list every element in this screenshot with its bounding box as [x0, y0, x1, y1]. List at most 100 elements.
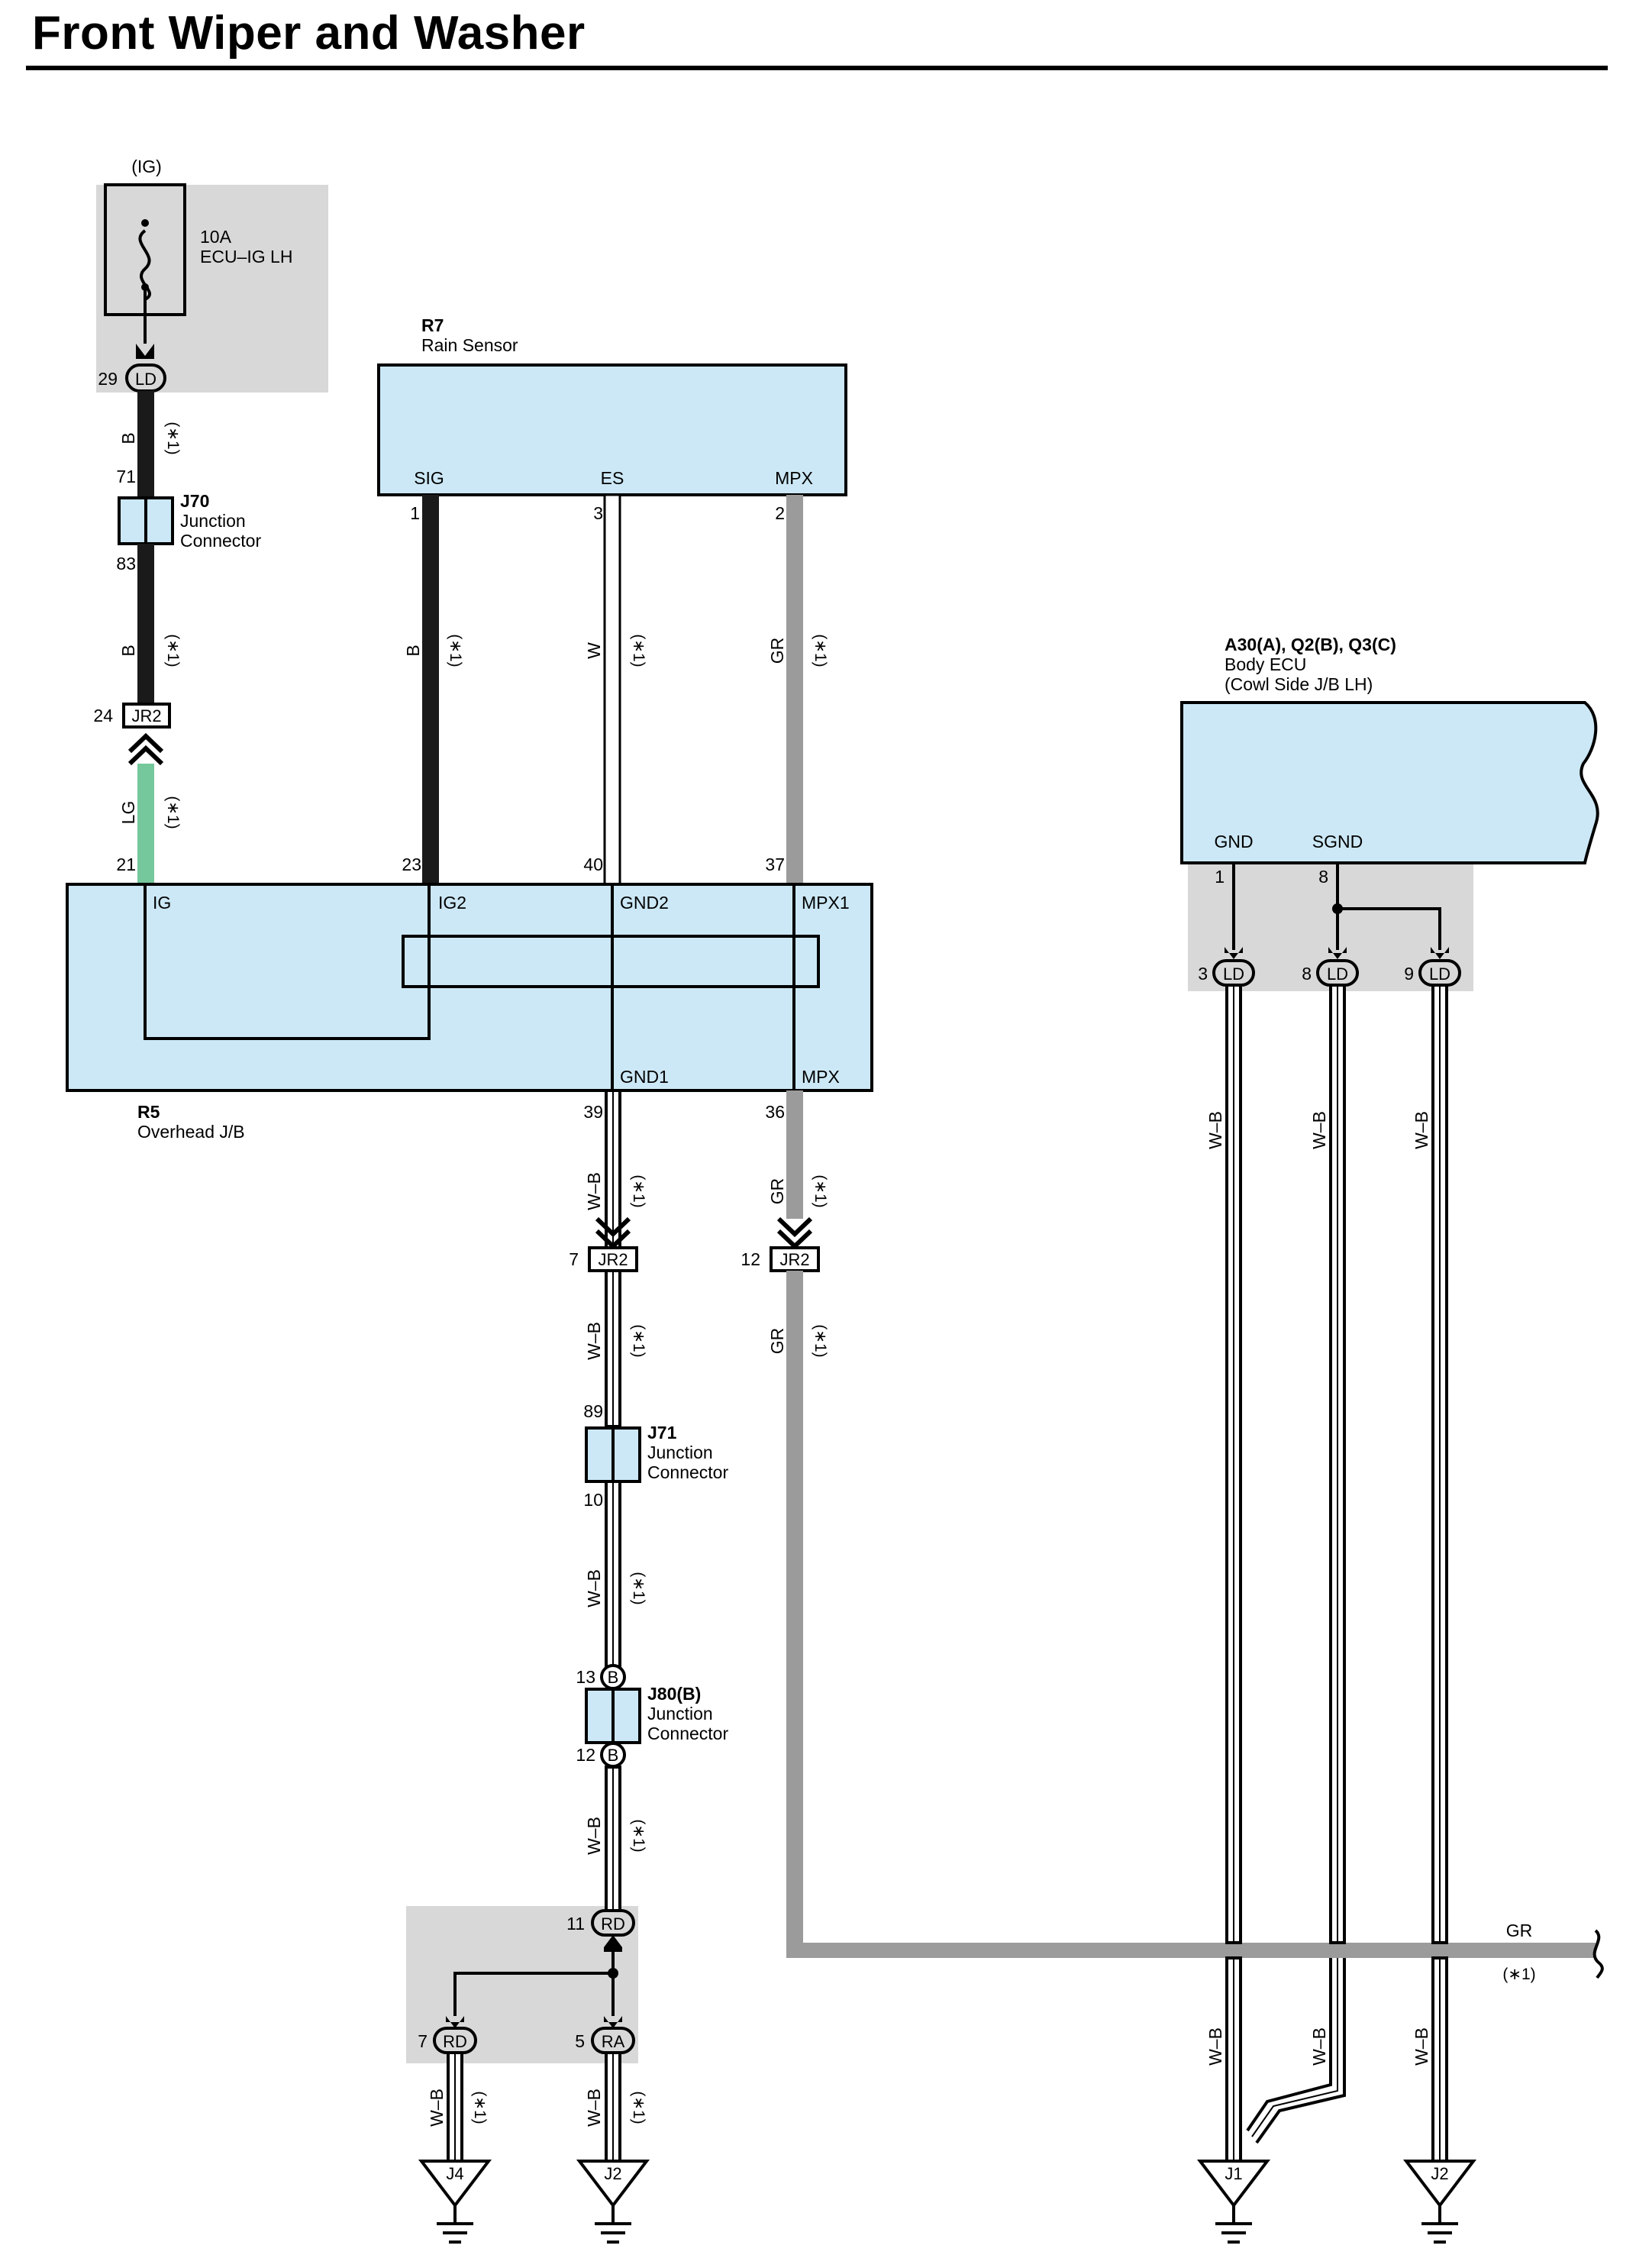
- wire-color-label: W–B: [1412, 1111, 1431, 1149]
- connector-tag: LD: [1327, 964, 1348, 984]
- wire-note: (∗1): [471, 2091, 489, 2124]
- arrow-icon: [1328, 947, 1347, 959]
- wire-color-label: W–B: [584, 1322, 604, 1360]
- rain-sensor-id: R7: [421, 315, 444, 335]
- terminal-label: SIG: [414, 468, 444, 488]
- wire-color-label: LG: [118, 801, 138, 825]
- junction-label: Junction: [647, 1704, 713, 1724]
- wire-b-segment: [137, 391, 154, 498]
- wire-color-label: GR: [767, 638, 787, 664]
- wire-note: (∗1): [630, 2091, 647, 2124]
- wire-note: (∗1): [1502, 1966, 1535, 1983]
- wire-note: (∗1): [164, 796, 182, 829]
- pin-number: 1: [1215, 867, 1225, 887]
- terminal-label: SGND: [1312, 832, 1363, 851]
- terminal-label: GND: [1214, 832, 1253, 851]
- connector-tag: JR2: [598, 1250, 628, 1269]
- wire-color-label: W–B: [1205, 1111, 1225, 1149]
- pin-number: 39: [583, 1102, 603, 1122]
- pin-number: 29: [98, 369, 118, 389]
- pin-number: 11: [566, 1914, 585, 1934]
- pin-number: 23: [402, 855, 421, 874]
- wire-color-label: B: [403, 645, 423, 656]
- internal-circuit: [144, 884, 431, 1040]
- connector-tag: B: [608, 1746, 619, 1765]
- arrow-icon: [136, 344, 154, 359]
- fuse-area: [96, 185, 328, 393]
- wire-wb-ld9: [1431, 984, 1448, 2164]
- wire-color-label: W–B: [1412, 2027, 1431, 2066]
- junction-label: Junction: [180, 511, 246, 531]
- wire-gr-mpx: [786, 495, 803, 884]
- terminal-label: MPX: [775, 468, 813, 488]
- pin-number: 36: [765, 1102, 785, 1122]
- wire-wb-gnd-ecu: [1225, 984, 1242, 2164]
- terminal-label: MPX: [802, 1067, 840, 1087]
- wire-gr-long: [786, 1271, 803, 1956]
- rain-sensor-name: Rain Sensor: [421, 335, 518, 355]
- wire-color-label: W–B: [427, 2089, 447, 2127]
- junction-label: Connector: [180, 531, 261, 551]
- connector-jr2-24: [122, 703, 171, 729]
- terminal-label: IG: [153, 893, 171, 913]
- wire-wb-j80-rd: [605, 1766, 621, 1912]
- pin-number: 3: [1198, 964, 1208, 984]
- wire-color-label: W–B: [1205, 2027, 1225, 2066]
- title-rule: [26, 66, 1608, 70]
- wire-wb-sgnd-ecu: [1246, 984, 1346, 2144]
- pin-number: 10: [583, 1490, 603, 1510]
- wire-note: (∗1): [630, 1819, 647, 1852]
- body-ecu-name: Body ECU: [1225, 654, 1306, 674]
- wire-note: (∗1): [630, 1174, 647, 1207]
- connector-tag: JR2: [779, 1250, 809, 1269]
- pin-number: 12: [576, 1745, 595, 1765]
- arrow-icon: [1225, 947, 1243, 959]
- wire-note: (∗1): [630, 1324, 647, 1357]
- terminal-label: MPX1: [802, 893, 850, 913]
- wire-color-label: B: [118, 645, 138, 656]
- pin-number: 24: [93, 706, 113, 725]
- terminal-label: IG2: [438, 893, 466, 913]
- ground-label: J4: [446, 2164, 463, 2183]
- body-ecu-location: (Cowl Side J/B LH): [1225, 674, 1373, 694]
- wire-note: (∗1): [630, 1572, 647, 1604]
- terminal-label: GND2: [620, 893, 669, 913]
- wire-color-label: GR: [767, 1178, 787, 1205]
- junction-id: J71: [647, 1423, 677, 1443]
- pin-number: 83: [116, 554, 136, 573]
- wire-b-sig: [422, 495, 439, 884]
- fuse-icon: [138, 219, 151, 344]
- connector-tag: JR2: [131, 706, 161, 725]
- double-arrow-icon: [776, 1216, 813, 1250]
- junction-label: Junction: [647, 1443, 713, 1462]
- wire-color-label: W–B: [584, 2089, 604, 2127]
- ground-j1: [1196, 2160, 1271, 2244]
- overhead-jb-id: R5: [137, 1102, 160, 1122]
- wire-color-label: W–B: [1309, 2027, 1329, 2066]
- ground-j4: [418, 2160, 492, 2244]
- wire-note: (∗1): [812, 1174, 829, 1207]
- wire-note: (∗1): [812, 1324, 829, 1357]
- wire-color-label: GR: [767, 1328, 787, 1355]
- wire-break-icon: [1592, 1929, 1604, 1979]
- ground-j2-center: [576, 2160, 650, 2244]
- double-arrow-icon: [127, 732, 164, 766]
- terminal-label: ES: [601, 468, 624, 488]
- pin-number: 2: [775, 503, 785, 523]
- wire-color-label: B: [118, 432, 138, 444]
- ig-source-label: (IG): [131, 157, 162, 176]
- connector-tag: RA: [602, 2032, 625, 2051]
- ground-label: J1: [1225, 2164, 1242, 2183]
- arrow-icon: [446, 2016, 464, 2028]
- ground-label: J2: [604, 2164, 621, 2183]
- pin-number: 40: [583, 855, 603, 874]
- pin-number: 21: [116, 855, 136, 874]
- pin-number: 89: [583, 1401, 603, 1421]
- connector-tag: RD: [601, 1914, 625, 1934]
- ground-j2-right: [1402, 2160, 1477, 2244]
- wire-w-es: [603, 493, 621, 886]
- wire-color-label: W–B: [1309, 1111, 1329, 1149]
- pin-number: 13: [576, 1667, 595, 1687]
- wire-gr-mpx36: [786, 1090, 803, 1219]
- overhead-jb-name: Overhead J/B: [137, 1122, 245, 1142]
